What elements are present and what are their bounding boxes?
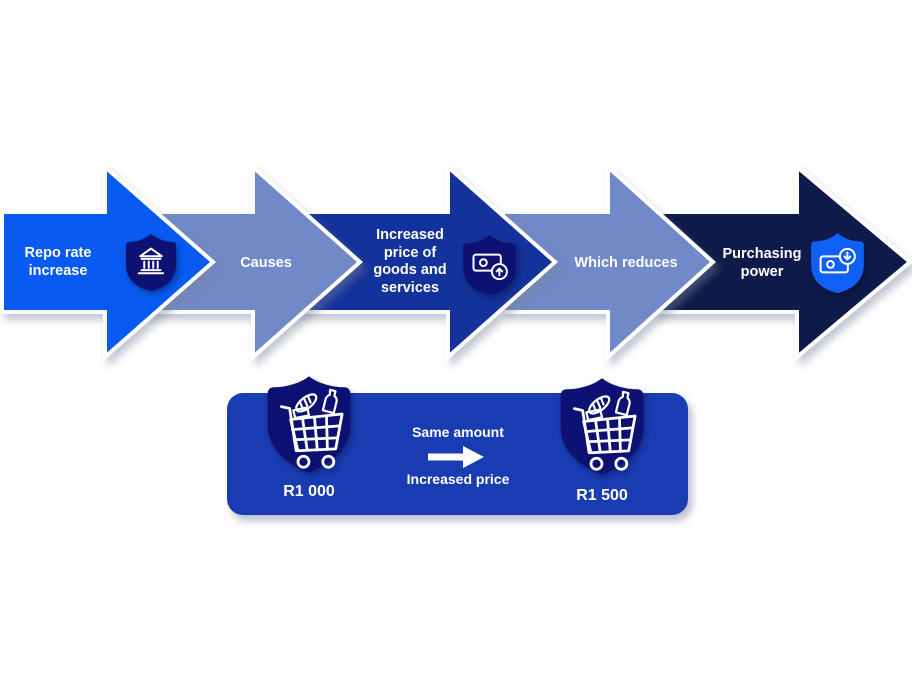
step-label-repo-rate: Repo rate increase	[24, 245, 92, 279]
caption-increased-price: Increased price	[406, 471, 510, 487]
right-arrow-icon	[428, 446, 484, 468]
amount-before: R1 000	[283, 483, 335, 500]
step-label-purchasing-power: Purchasing power	[722, 246, 802, 280]
arrow-repo-rate	[0, 162, 217, 362]
amount-after: R1 500	[576, 487, 628, 504]
step-label-which-reduces: Which reduces	[574, 255, 678, 271]
banknote-up-shield-icon	[463, 234, 516, 296]
arrow-which-reduces	[501, 162, 716, 362]
caption-same-amount: Same amount	[412, 424, 504, 440]
grocery-cart-shield-icon-left	[267, 376, 351, 473]
grocery-cart-shield-icon-right	[560, 378, 644, 475]
arrow-causes	[146, 162, 364, 362]
bank-shield-icon	[125, 233, 177, 292]
step-label-increased-price: Increased price of goods and services	[373, 227, 447, 297]
banknote-down-shield-icon	[811, 232, 864, 294]
arrow-purchasing-power	[653, 162, 912, 362]
step-label-causes: Causes	[240, 255, 292, 271]
